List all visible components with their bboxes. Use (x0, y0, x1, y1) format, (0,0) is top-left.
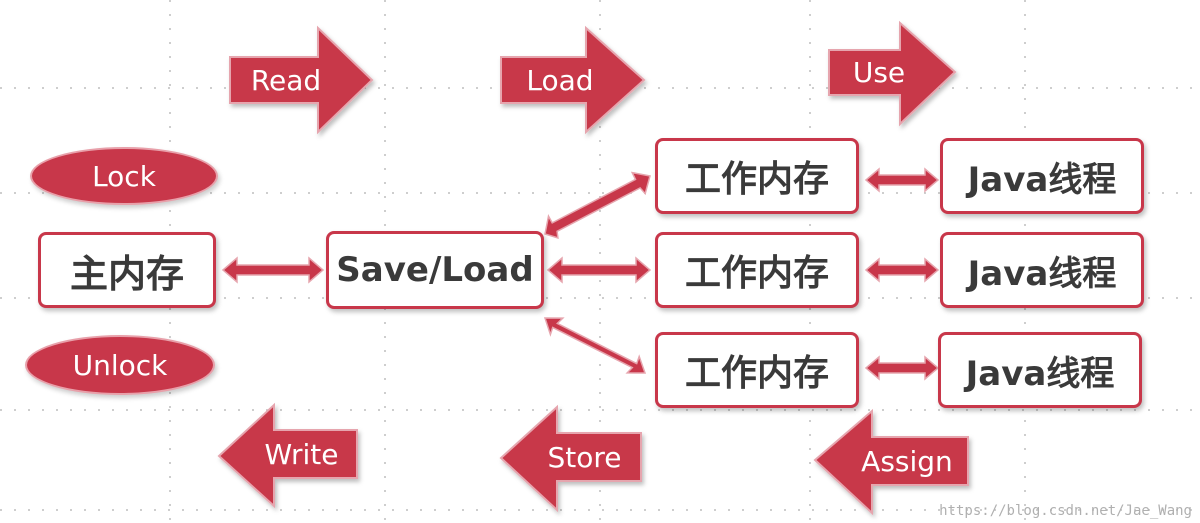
load-arrow-label: Load (526, 63, 594, 97)
lock-label: Lock (92, 159, 156, 193)
use-arrow-shape (828, 20, 957, 127)
java-thread-box-3: Java线程 (938, 332, 1142, 408)
main-memory-box: 主内存 (38, 232, 216, 308)
use-arrow-label: Use (852, 56, 906, 89)
unlock-label: Unlock (72, 348, 168, 382)
working-memory-thread-connector-3 (864, 355, 940, 381)
working-memory-box-1: 工作内存 (655, 138, 859, 214)
unlock-ellipse: Unlock (25, 335, 215, 395)
lock-ellipse: Lock (30, 147, 218, 205)
write-arrow-shape (217, 402, 358, 509)
store-arrow-shape (499, 404, 642, 513)
working-memory-thread-connector-2 (864, 257, 940, 283)
working-memory-label-1: 工作内存 (684, 159, 829, 200)
store-arrow-label: Store (547, 440, 622, 474)
java-thread-box-2: Java线程 (940, 232, 1144, 308)
write-arrow-label: Write (264, 437, 339, 471)
save-load-label: Save/Load (336, 250, 534, 290)
load-arrow-shape (500, 25, 646, 135)
working-memory-label-3: 工作内存 (684, 353, 829, 394)
save-load-working-memory-connector-3 (543, 317, 647, 374)
assign-arrow-label: Assign (861, 444, 953, 478)
working-memory-box-3: 工作内存 (655, 332, 859, 408)
working-memory-label-2: 工作内存 (684, 253, 829, 294)
java-thread-label-2: Java线程 (967, 253, 1117, 294)
main-memory-label: 主内存 (69, 251, 184, 296)
java-thread-box-1: Java线程 (940, 138, 1144, 214)
read-arrow-shape (229, 25, 374, 135)
save-load-working-memory-connector-1 (544, 171, 651, 239)
read-arrow-label: Read (250, 63, 322, 97)
assign-arrow-shape (813, 408, 969, 516)
save-load-working-memory-connector-2 (546, 256, 652, 284)
java-thread-label-3: Java线程 (965, 353, 1115, 394)
save-load-box: Save/Load (326, 231, 544, 309)
watermark-text: https://blog.csdn.net/Jae_Wang (939, 503, 1192, 519)
working-memory-thread-connector-1 (864, 167, 940, 193)
java-thread-label-1: Java线程 (967, 159, 1117, 200)
working-memory-box-2: 工作内存 (655, 232, 859, 308)
main-memory-save-load-connector (221, 256, 325, 284)
